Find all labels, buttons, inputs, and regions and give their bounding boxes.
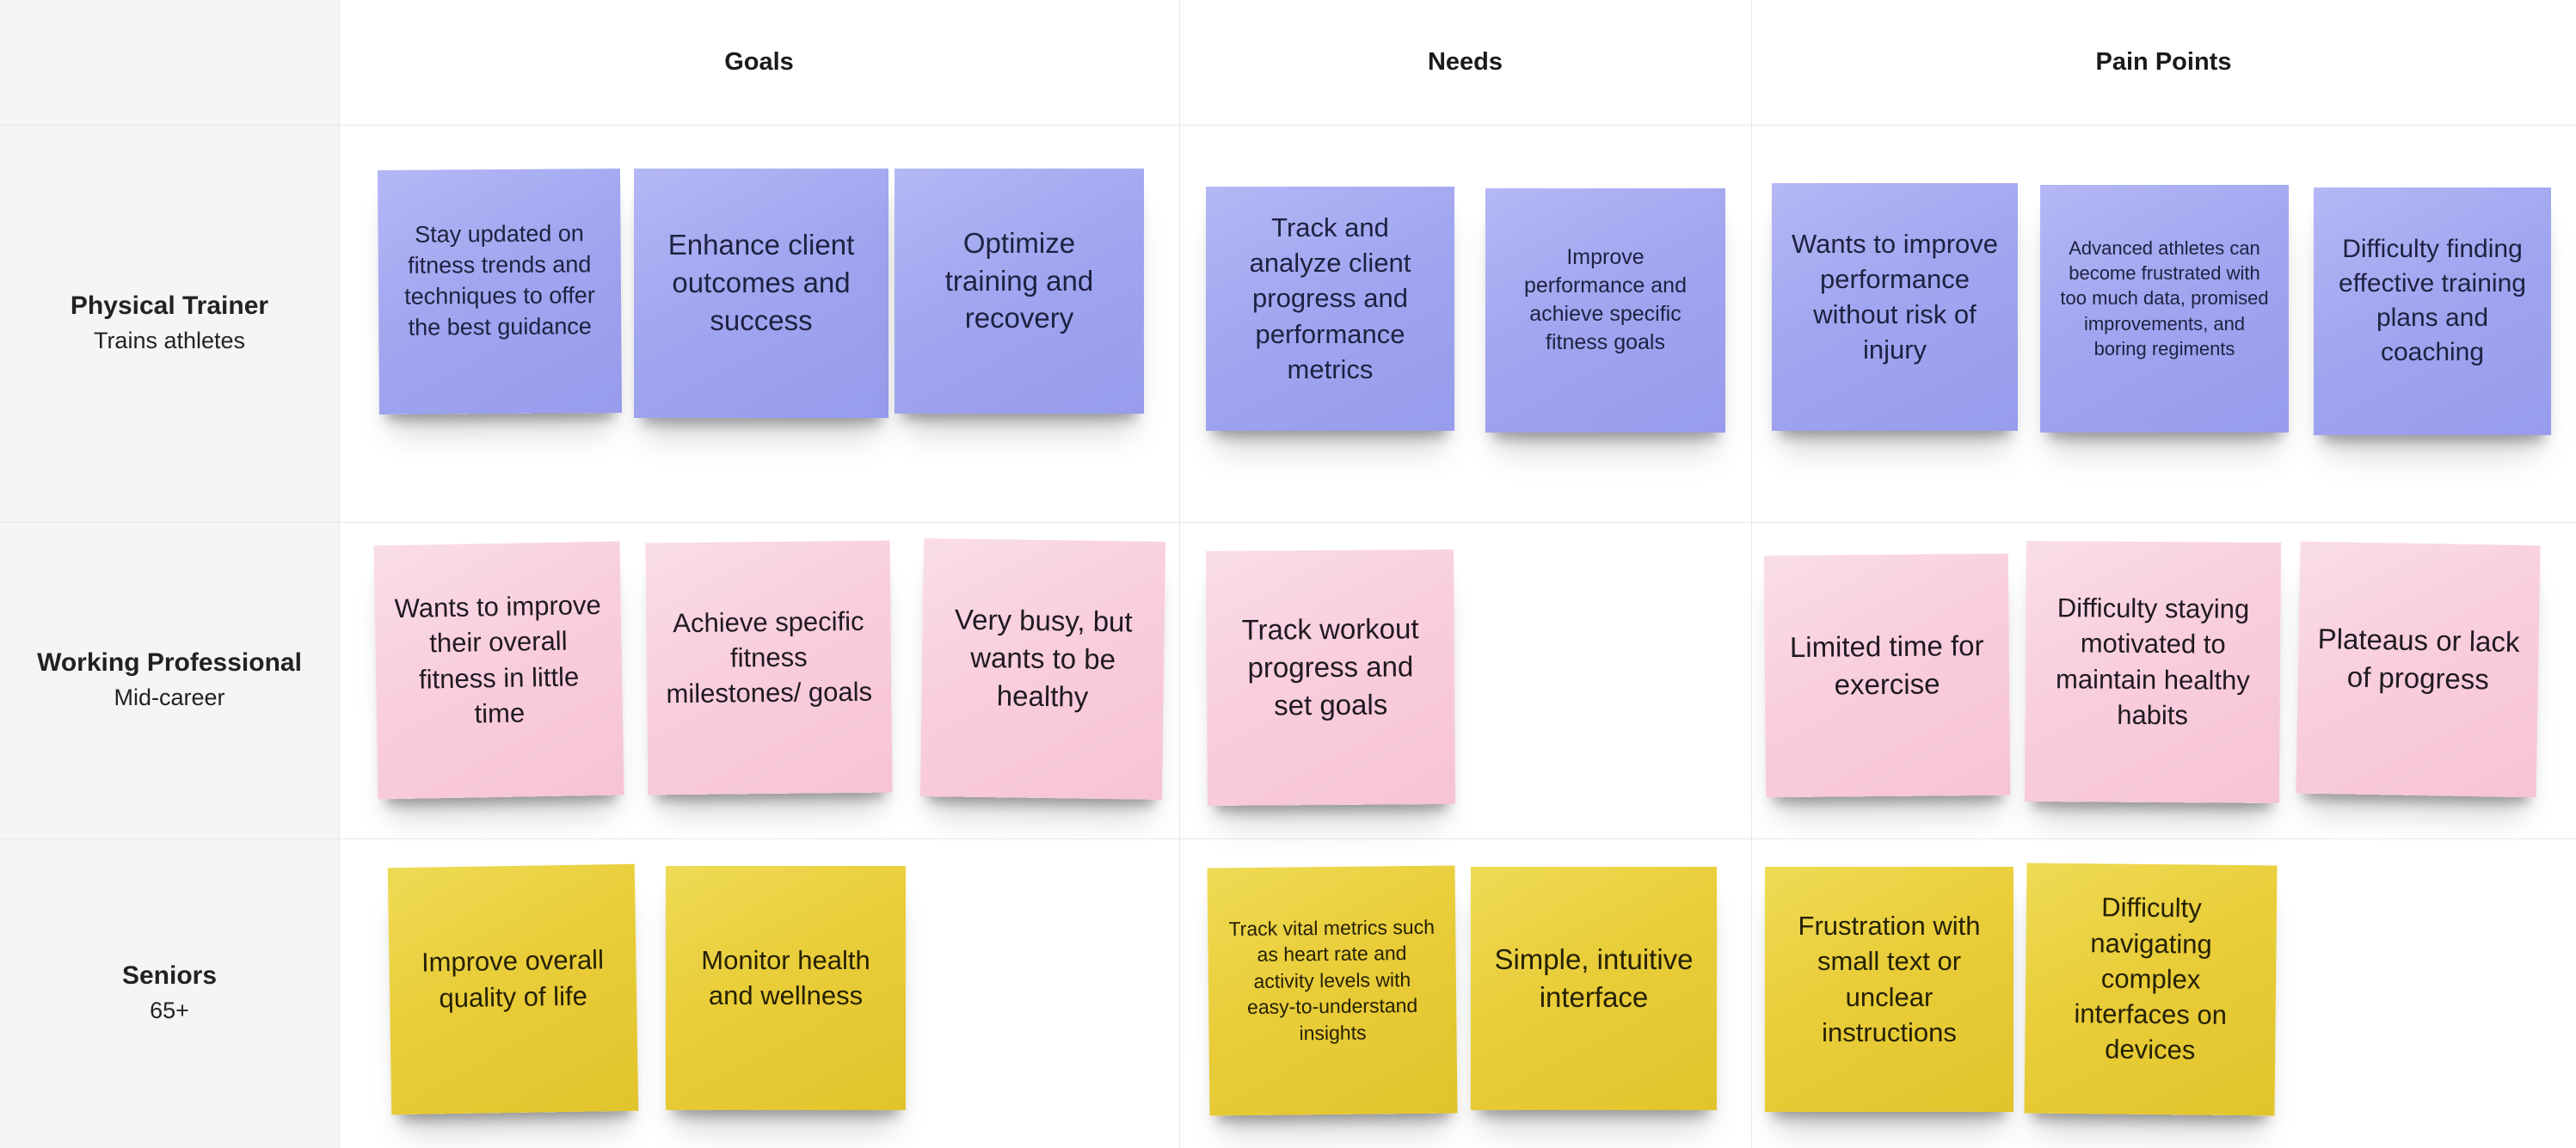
sticky-note[interactable]: Improve overall quality of life (387, 863, 639, 1115)
persona-column-background (0, 0, 339, 1148)
sticky-note[interactable]: Frustration with small text or unclear i… (1765, 867, 2013, 1112)
grid-line-vertical-2 (1179, 0, 1180, 1148)
sticky-note[interactable]: Track vital metrics such as heart rate a… (1207, 865, 1458, 1116)
sticky-note-text: Very busy, but wants to be healthy (954, 603, 1133, 713)
grid-line-vertical-3 (1751, 0, 1752, 1148)
sticky-note[interactable]: Stay updated on fitness trends and techn… (378, 169, 622, 414)
grid-line-horizontal-1 (0, 125, 2576, 126)
sticky-note[interactable]: Wants to improve performance without ris… (1772, 183, 2018, 431)
sticky-note-text: Improve performance and achieve specific… (1523, 244, 1687, 355)
persona-name: Physical Trainer (70, 292, 269, 320)
sticky-note[interactable]: Track workout progress and set goals (1205, 549, 1456, 807)
sticky-note[interactable]: Track and analyze client progress and pe… (1206, 187, 1454, 431)
column-header-pain-points: Pain Points (2095, 48, 2232, 76)
sticky-note-text: Wants to improve performance without ris… (1791, 228, 1999, 365)
column-header-needs: Needs (1427, 48, 1503, 76)
sticky-note-text: Monitor health and wellness (701, 944, 870, 1010)
sticky-note[interactable]: Simple, intuitive interface (1471, 867, 1717, 1110)
sticky-note-text: Difficulty staying motivated to maintain… (2055, 592, 2250, 731)
sticky-note-text: Limited time for exercise (1789, 629, 1984, 701)
sticky-note[interactable]: Achieve specific fitness milestones/ goa… (645, 540, 893, 795)
sticky-note[interactable]: Wants to improve their overall fitness i… (373, 541, 624, 800)
sticky-note-text: Achieve specific fitness milestones/ goa… (666, 605, 873, 709)
grid-line-horizontal-3 (0, 838, 2576, 839)
persona-label-seniors: Seniors 65+ (0, 838, 339, 1148)
persona-name: Working Professional (37, 648, 302, 677)
sticky-note[interactable]: Advanced athletes can become frustrated … (2040, 185, 2289, 433)
sticky-note-text: Frustration with small text or unclear i… (1798, 911, 1981, 1047)
sticky-note[interactable]: Plateaus or lack of progress (2296, 541, 2541, 798)
sticky-note-text: Difficulty navigating complex interfaces… (2074, 892, 2228, 1065)
sticky-note-text: Track vital metrics such as heart rate a… (1228, 915, 1436, 1045)
sticky-note-text: Stay updated on fitness trends and techn… (404, 220, 595, 341)
persona-subtitle: Trains athletes (93, 328, 246, 353)
sticky-note-text: Track workout progress and set goals (1241, 612, 1419, 721)
sticky-note[interactable]: Difficulty staying motivated to maintain… (2024, 540, 2282, 804)
sticky-note[interactable]: Difficulty finding effective training pl… (2314, 187, 2551, 435)
sticky-note[interactable]: Very busy, but wants to be healthy (919, 538, 1166, 800)
sticky-note-text: Wants to improve their overall fitness i… (394, 589, 602, 729)
sticky-note[interactable]: Difficulty navigating complex interfaces… (2024, 863, 2278, 1116)
sticky-note-text: Track and analyze client progress and pe… (1249, 212, 1411, 384)
sticky-note-text: Simple, intuitive interface (1494, 942, 1694, 1013)
sticky-note-text: Plateaus or lack of progress (2317, 622, 2520, 695)
persona-label-physical-trainer: Physical Trainer Trains athletes (0, 125, 339, 522)
sticky-note-text: Optimize training and recovery (944, 226, 1094, 335)
sticky-note-text: Improve overall quality of life (421, 944, 605, 1013)
sticky-note[interactable]: Improve performance and achieve specific… (1485, 188, 1725, 433)
sticky-note[interactable]: Optimize training and recovery (895, 169, 1144, 414)
grid-line-vertical-1 (339, 0, 340, 1148)
persona-subtitle: 65+ (150, 998, 189, 1023)
sticky-note[interactable]: Monitor health and wellness (666, 866, 906, 1110)
persona-subtitle: Mid-career (114, 685, 225, 710)
persona-label-working-professional: Working Professional Mid-career (0, 522, 339, 838)
sticky-note[interactable]: Enhance client outcomes and success (634, 169, 888, 418)
sticky-note-text: Advanced athletes can become frustrated … (2060, 236, 2269, 359)
sticky-note[interactable]: Limited time for exercise (1763, 553, 2011, 798)
sticky-note-text: Enhance client outcomes and success (667, 229, 855, 336)
sticky-note-text: Difficulty finding effective training pl… (2339, 235, 2526, 366)
column-header-goals: Goals (724, 48, 794, 76)
persona-name: Seniors (121, 961, 218, 990)
grid-line-horizontal-2 (0, 522, 2576, 523)
